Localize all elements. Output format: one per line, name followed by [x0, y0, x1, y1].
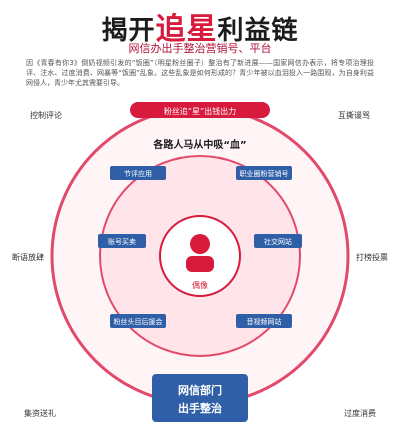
outer-label: 断语放肆: [12, 252, 44, 262]
page-subtitle: 网信办出手整治营销号、平台: [128, 42, 272, 55]
inner-node-6: 音视频网站: [236, 314, 292, 328]
bottom-line-1: 网信部门: [178, 383, 222, 397]
outer-label: 互撕谩骂: [338, 110, 370, 120]
outer-label: 过度消费: [344, 408, 376, 418]
inner-node-1: 节评应用: [110, 166, 166, 180]
outer-label: 集资送礼: [24, 408, 56, 418]
top-label: 粉丝追“星”出钱出力: [164, 106, 236, 116]
inner-node-title: 粉丝头目后援会: [114, 317, 163, 326]
inner-node-title: 音视频网站: [247, 317, 282, 326]
title-prefix: 揭开: [101, 16, 156, 46]
inner-node-4: 社交网站: [254, 234, 302, 248]
inner-node-title: 职业圈粉营销号: [240, 169, 289, 178]
diagram-board: 粉丝追“星”出钱出力 各路人马从中吸“血” 偶像 节评应用 职业圈粉营销号 账号…: [12, 102, 388, 422]
inner-node-5: 粉丝头目后援会: [110, 314, 166, 328]
bottom-action-block: [152, 374, 248, 422]
inner-node-2: 职业圈粉营销号: [236, 166, 292, 180]
title-suffix: 利益链: [217, 16, 299, 46]
center-caption: 各路人马从中吸“血”: [152, 138, 246, 151]
idol-label: 偶像: [192, 280, 208, 290]
page-title: 揭开追星利益链: [0, 4, 400, 48]
header: 揭开追星利益链 网信办出手整治营销号、平台: [0, 0, 400, 60]
outer-label: 打榜投票: [356, 252, 388, 262]
bottom-line-2: 出手整治: [178, 401, 222, 415]
intro-paragraph: 因《青春有你3》倒奶视频引发的“饭圈”（明星粉丝圈子）整治有了新进展——国家网信…: [26, 59, 374, 87]
idol-icon: [186, 234, 214, 272]
inner-node-title: 账号买卖: [108, 237, 136, 246]
inner-node-3: 账号买卖: [98, 234, 146, 248]
top-label-banner: [130, 102, 270, 118]
inner-node-title: 社交网站: [264, 237, 292, 246]
inner-node-title: 节评应用: [124, 169, 152, 178]
title-accent: 追星: [155, 12, 218, 47]
outer-label: 控制评论: [30, 110, 62, 120]
